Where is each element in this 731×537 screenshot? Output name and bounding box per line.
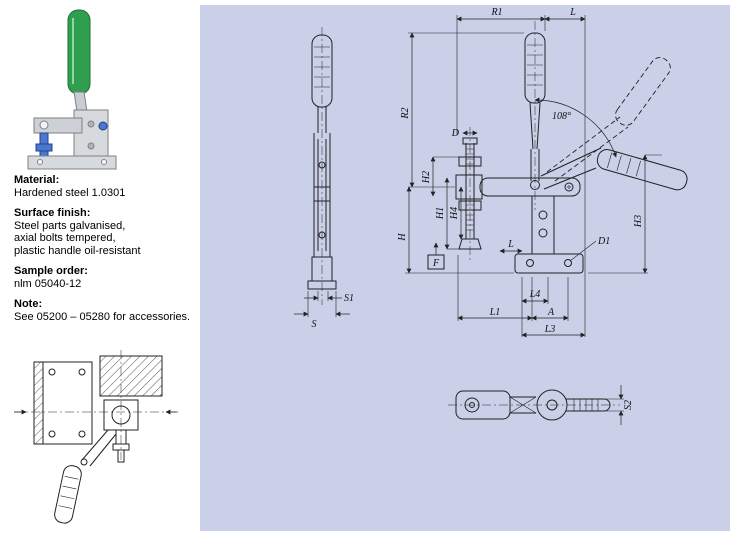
dim-label-s2: S2: [623, 400, 634, 410]
dim-label-s1: S1: [344, 293, 354, 304]
dim-label-h2: H2: [421, 171, 432, 184]
surface-finish-line2: axial bolts tempered,: [14, 232, 116, 244]
surface-finish-line1: Steel parts galvanised,: [14, 219, 126, 232]
sample-order-label: Sample order:: [14, 265, 88, 277]
dim-r2: R2: [400, 32, 524, 188]
dim-s: S: [294, 291, 350, 330]
clamp-handle-green: [67, 9, 91, 95]
dim-h: H: [397, 186, 514, 274]
force-indicator: F: [427, 242, 445, 270]
dim-h2: H2: [421, 156, 460, 197]
dim-l4: L4: [521, 277, 549, 337]
dim-label-h4: H4: [449, 207, 460, 220]
dim-l3: L3: [521, 324, 586, 338]
dim-h1: H1: [435, 177, 460, 250]
dim-l-top: L: [544, 7, 586, 337]
dim-label-h3: H3: [633, 215, 644, 228]
dim-label-l3: L3: [544, 324, 556, 335]
dim-label-s: S: [312, 319, 317, 330]
dim-label-h: H: [397, 233, 408, 242]
side-view: [307, 27, 337, 305]
dim-label-f: F: [432, 258, 440, 269]
front-view: 108°: [455, 21, 688, 274]
note-value: See 05200 – 05280 for accessories.: [14, 310, 191, 323]
dim-label-l-top: L: [569, 7, 576, 18]
product-info: Material: Hardened steel 1.0301 Surface …: [14, 174, 196, 323]
material-value: Hardened steel 1.0301: [14, 186, 126, 199]
dim-l1: L1: [457, 255, 533, 321]
dim-a: A: [531, 277, 569, 321]
dim-label-h1: H1: [435, 207, 446, 220]
dim-s1: S1: [304, 291, 354, 304]
dim-s2: S2: [606, 385, 634, 425]
dim-label-a: A: [547, 307, 555, 318]
open-handle: [596, 149, 688, 191]
clamp-base: [27, 155, 117, 170]
dim-label-angle: 108°: [552, 111, 571, 122]
dim-label-d: D: [451, 128, 460, 139]
dim-label-l1: L1: [489, 307, 501, 318]
dim-r1: R1: [456, 7, 546, 135]
bottom-view: [448, 389, 620, 421]
dim-d: D: [451, 128, 478, 139]
application-sketch: [14, 350, 178, 524]
dim-l-mid: L: [499, 239, 523, 254]
dim-h4: H4: [449, 186, 464, 240]
surface-finish-line3: plastic handle oil-resistant: [14, 244, 141, 257]
dim-label-l-mid: L: [507, 239, 514, 250]
note-label: Note:: [14, 298, 43, 310]
product-photo: [27, 9, 117, 170]
material-label: Material:: [14, 174, 60, 186]
surface-finish-label: Surface finish:: [14, 207, 91, 219]
dim-label-d1: D1: [597, 236, 610, 247]
open-handle-dashed: [615, 57, 671, 126]
sample-order-value: nlm 05040-12: [14, 277, 82, 290]
drawing-panel: S1 S: [200, 5, 730, 531]
toggle-clamp-photo: [27, 9, 117, 170]
technical-drawing: S1 S: [294, 7, 688, 425]
dim-label-r1: R1: [490, 7, 502, 18]
fixture-sketch: [14, 350, 178, 524]
dim-h3: H3: [588, 154, 662, 274]
dim-label-l4: L4: [529, 289, 541, 300]
dim-label-r2: R2: [400, 107, 411, 119]
dim-d1: D1: [569, 236, 610, 262]
